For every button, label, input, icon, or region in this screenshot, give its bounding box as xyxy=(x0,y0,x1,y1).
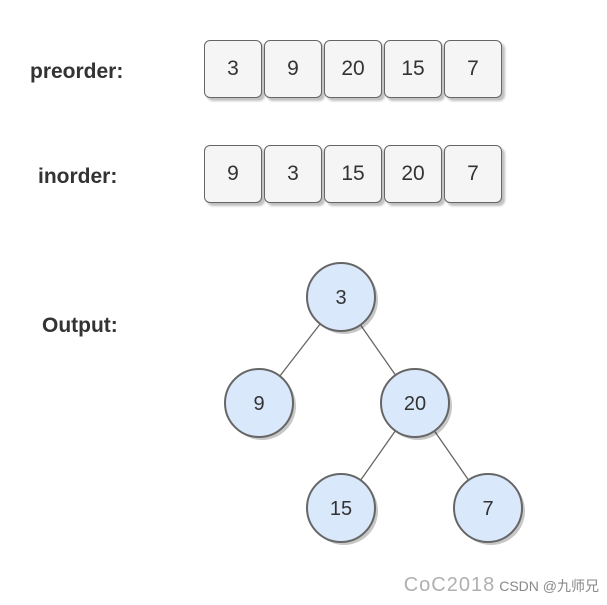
tree-node-label: 7 xyxy=(482,498,493,520)
tree-node-label: 3 xyxy=(335,287,346,309)
inorder-cell: 7 xyxy=(444,145,502,203)
watermark: CoC2018 CSDN @九师兄 xyxy=(404,574,599,597)
tree-edge-n20-n7 xyxy=(433,430,470,481)
tree-node-circle xyxy=(306,473,376,543)
tree-node-15: 15 xyxy=(306,473,378,545)
preorder-array: 3 9 20 15 7 xyxy=(204,40,504,98)
tree-node-20: 20 xyxy=(380,368,452,440)
preorder-cell: 7 xyxy=(444,40,502,98)
preorder-cell: 15 xyxy=(384,40,442,98)
tree-node-label: 20 xyxy=(404,393,426,415)
inorder-label: inorder: xyxy=(38,165,118,188)
tree-node-7: 7 xyxy=(453,473,525,545)
preorder-label: preorder: xyxy=(30,60,124,83)
tree-node-label: 9 xyxy=(253,393,264,415)
preorder-cell: 3 xyxy=(204,40,262,98)
tree-node-9: 9 xyxy=(224,368,296,440)
tree-node-circle xyxy=(224,368,294,438)
inorder-array: 9 3 15 20 7 xyxy=(204,145,504,203)
watermark-text: CSDN @九师兄 xyxy=(499,577,599,594)
tree-node-label: 15 xyxy=(330,498,352,520)
tree-node-circle xyxy=(306,262,376,332)
inorder-cell: 20 xyxy=(384,145,442,203)
inorder-cell: 9 xyxy=(204,145,262,203)
tree-edge-n3-n20 xyxy=(359,324,397,376)
tree-edge-n3-n9 xyxy=(279,323,321,377)
tree-node-3: 3 xyxy=(306,262,378,334)
tree-node-circle xyxy=(380,368,450,438)
inorder-cell: 3 xyxy=(264,145,322,203)
preorder-cell: 20 xyxy=(324,40,382,98)
tree-edge-n20-n15 xyxy=(360,430,396,481)
tree-node-circle xyxy=(453,473,523,543)
watermark-logo: CoC2018 xyxy=(403,574,496,596)
output-label: Output: xyxy=(42,314,118,337)
inorder-cell: 15 xyxy=(324,145,382,203)
preorder-cell: 9 xyxy=(264,40,322,98)
